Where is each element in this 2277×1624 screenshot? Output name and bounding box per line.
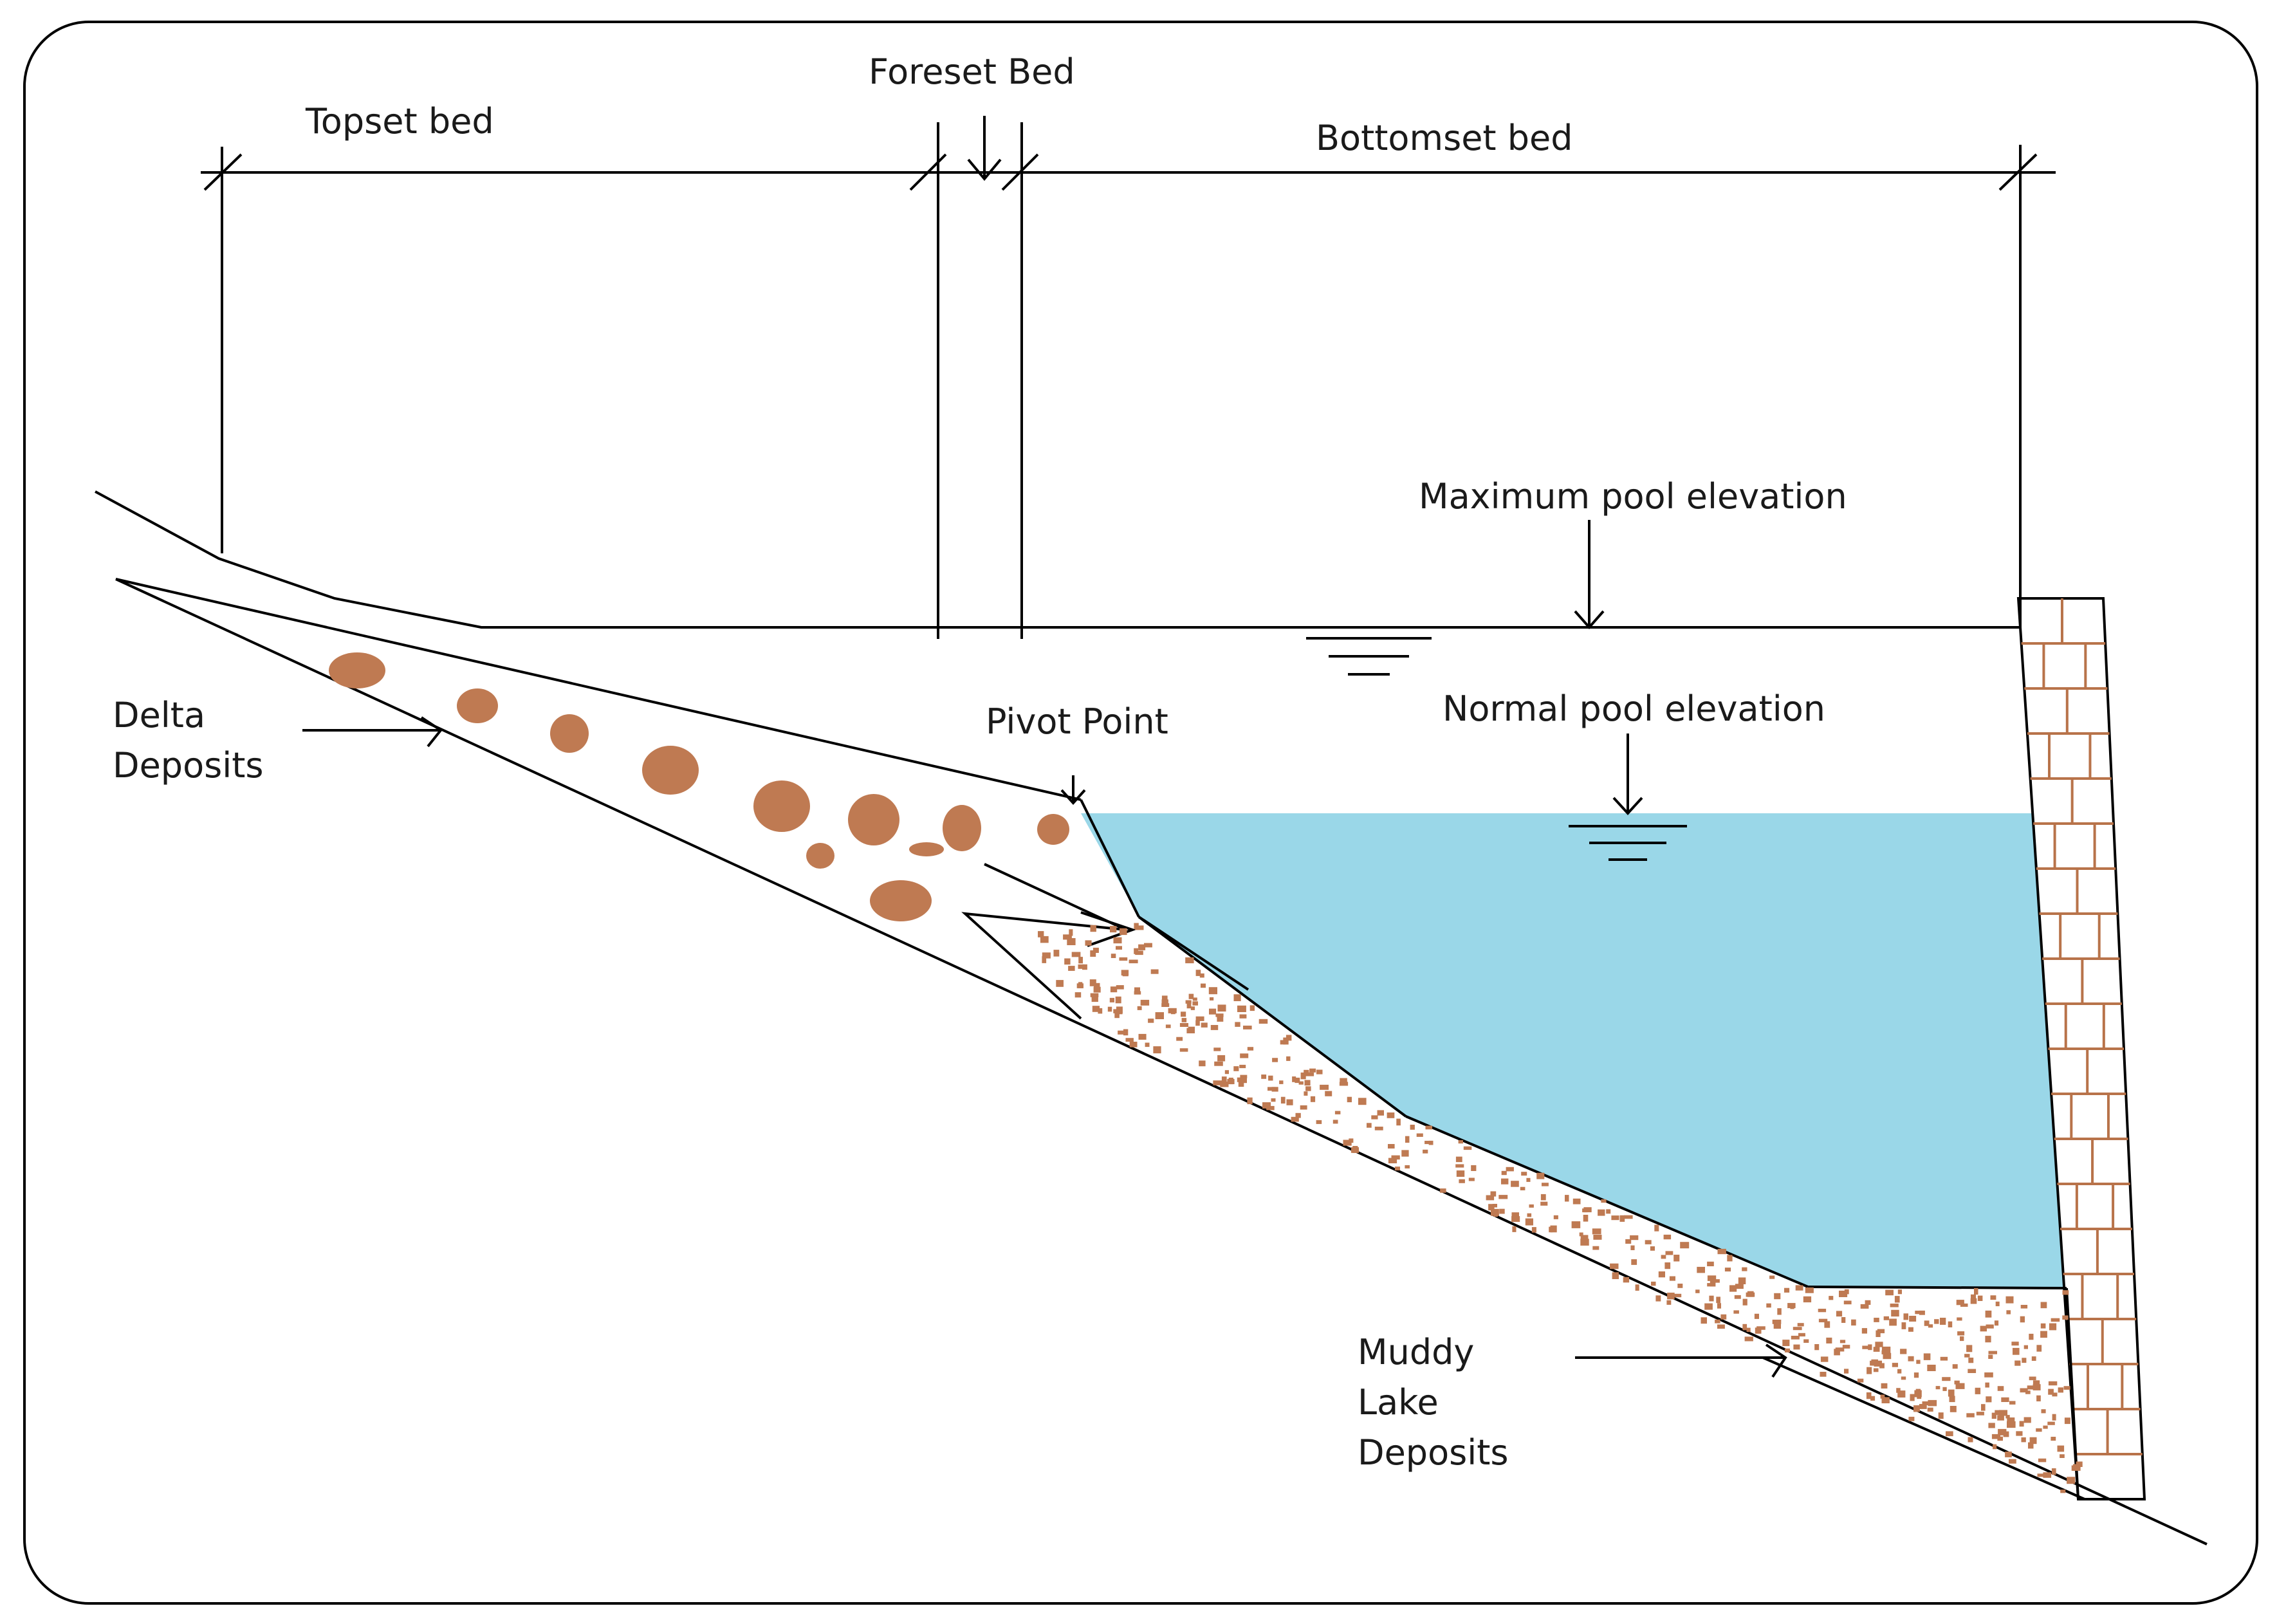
delta-gravel (329, 652, 1069, 921)
bed-dimension-lines (201, 116, 2056, 639)
deposit-outlines (95, 490, 2208, 1546)
pivot-point-arrow (1060, 775, 1086, 805)
delta-deposits-label-line1: Delta (113, 695, 205, 735)
topset-bed-label: Topset bed (305, 101, 494, 142)
dam (2016, 597, 2146, 1500)
maximum-pool-elevation-label: Maximum pool elevation (1419, 476, 1847, 517)
muddy-lake-deposits-label-line3: Deposits (1358, 1432, 1509, 1473)
normal-pool-elevation-label: Normal pool elevation (1443, 688, 1825, 729)
muddy-lake-deposits-arrow (1575, 1343, 1787, 1378)
delta-deposits-label-line2: Deposits (113, 745, 264, 786)
normal-pool-level-symbol (1569, 734, 1687, 861)
delta-deposits-arrow (302, 716, 443, 748)
bottomset-bed-label: Bottomset bed (1316, 118, 1573, 158)
muddy-sediment (1038, 923, 2083, 1493)
diagram-frame (23, 21, 2258, 1605)
muddy-lake-deposits-label-line2: Lake (1358, 1382, 1439, 1423)
max-pool-level-symbol (1306, 520, 1605, 676)
pivot-point-label: Pivot Point (986, 701, 1168, 742)
reservoir-water (1081, 813, 2065, 1288)
foreset-bed-label: Foreset Bed (869, 51, 1075, 92)
muddy-lake-deposits-label-line1: Muddy (1358, 1332, 1474, 1372)
